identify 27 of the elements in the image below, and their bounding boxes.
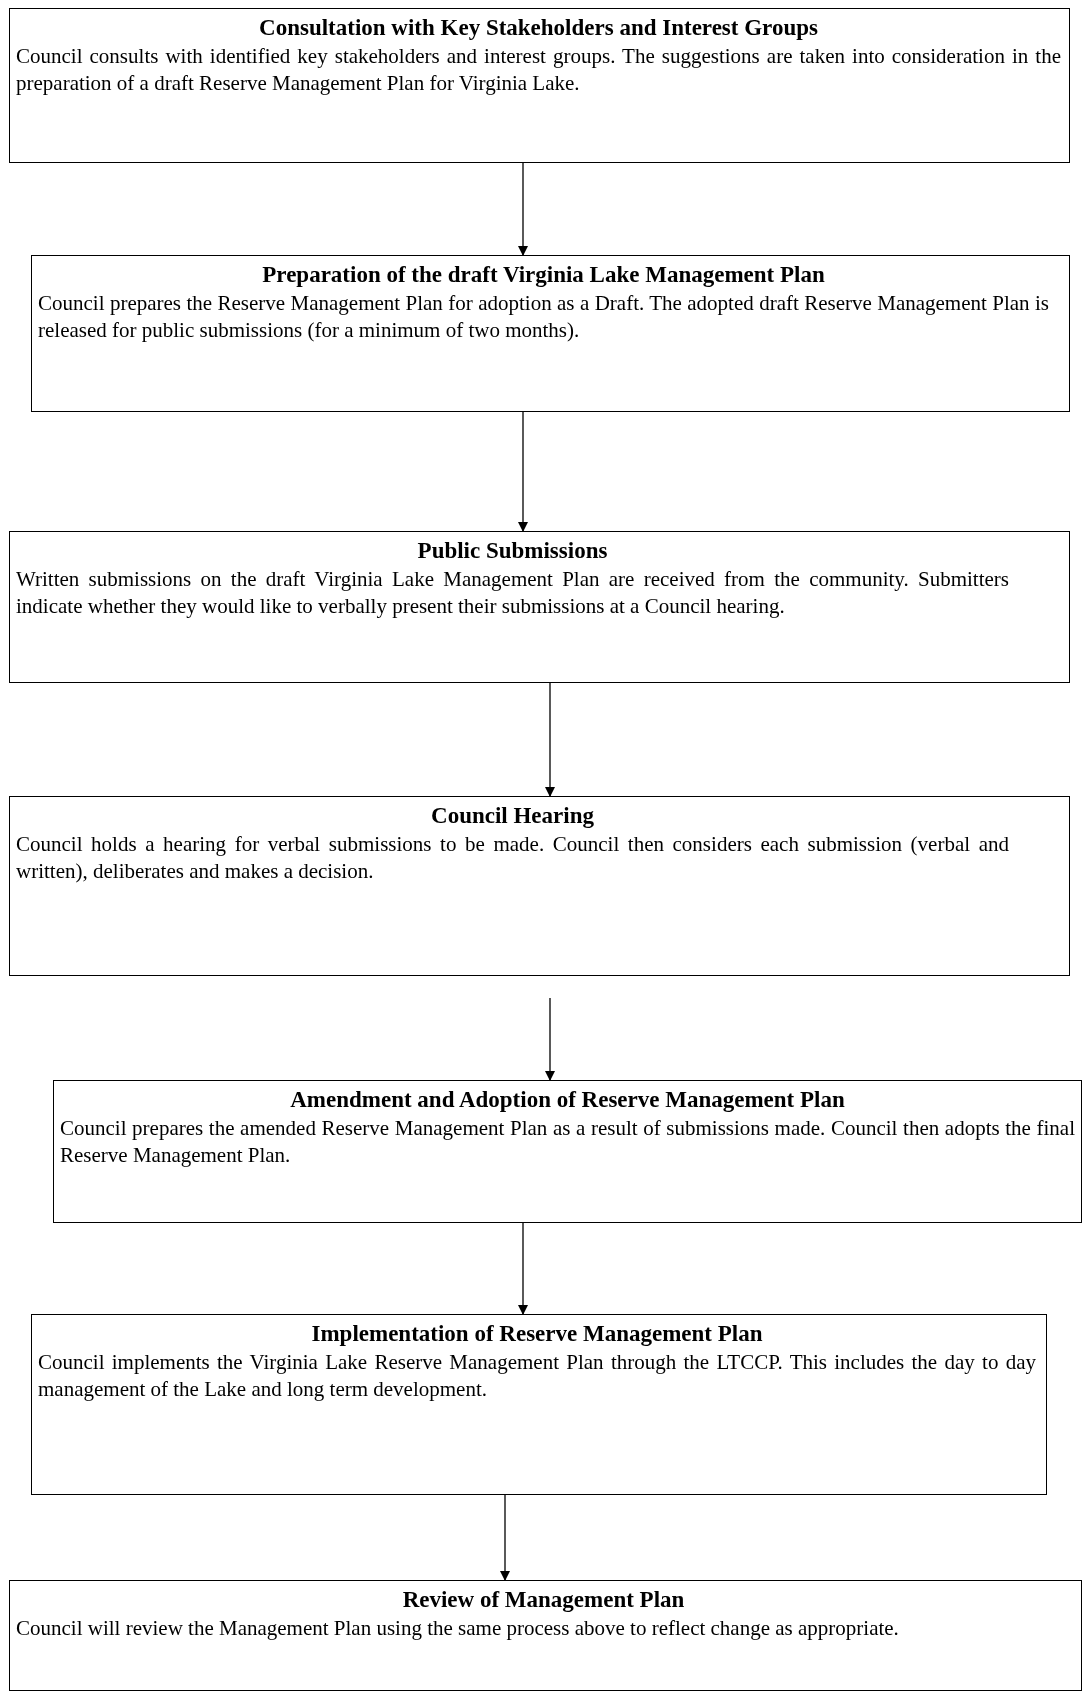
- process-box: [31, 255, 1070, 412]
- arrow: [518, 1222, 528, 1315]
- box-description: Written submissions on the draft Virginia Lake Management Plan are received from the community. Submitters indicate whether they would like to verbally present their submissions at a Council hearing.: [16, 566, 1009, 620]
- box-heading: Amendment and Adoption of Reserve Management Plan: [289, 1086, 846, 1114]
- arrow: [545, 682, 555, 797]
- arrow: [518, 411, 528, 532]
- process-box: [9, 796, 1070, 976]
- box-description: Council holds a hearing for verbal submissions to be made. Council then considers each submission (verbal and written), deliberates and makes a decision.: [16, 831, 1009, 885]
- process-box: [53, 1080, 1082, 1223]
- box-description: Council prepares the amended Reserve Management Plan as a result of submissions made. Council then adopts the final Reserve Management Plan.: [60, 1115, 1075, 1169]
- box-description: Council implements the Virginia Lake Reserve Management Plan through the LTCCP. This includes the day to day management of the Lake and long term development.: [38, 1349, 1036, 1403]
- box-heading: Consultation with Key Stakeholders and Interest Groups: [258, 14, 819, 42]
- process-box: [9, 1580, 1082, 1691]
- box-heading: Preparation of the draft Virginia Lake Management Plan: [261, 261, 826, 289]
- box-description: Council consults with identified key stakeholders and interest groups. The suggestions are taken into consideration in the preparation of a draft Reserve Management Plan for Virginia Lake.: [16, 43, 1061, 97]
- process-box: [31, 1314, 1047, 1495]
- box-description: Council prepares the Reserve Management Plan for adoption as a Draft. The adopted draft Reserve Management Plan is released for public submissions (for a minimum of two months).: [38, 290, 1049, 344]
- arrow: [518, 162, 528, 256]
- box-description: Council will review the Management Plan using the same process above to reflect change as appropriate.: [16, 1615, 900, 1642]
- arrow: [500, 1494, 510, 1581]
- process-box: [9, 531, 1070, 683]
- box-heading: Review of Management Plan: [401, 1586, 686, 1614]
- box-heading: Implementation of Reserve Management Plan: [310, 1320, 764, 1348]
- process-box: [9, 8, 1070, 163]
- arrow: [545, 997, 555, 1081]
- box-heading: Public Submissions: [416, 537, 609, 565]
- box-heading: Council Hearing: [430, 802, 595, 830]
